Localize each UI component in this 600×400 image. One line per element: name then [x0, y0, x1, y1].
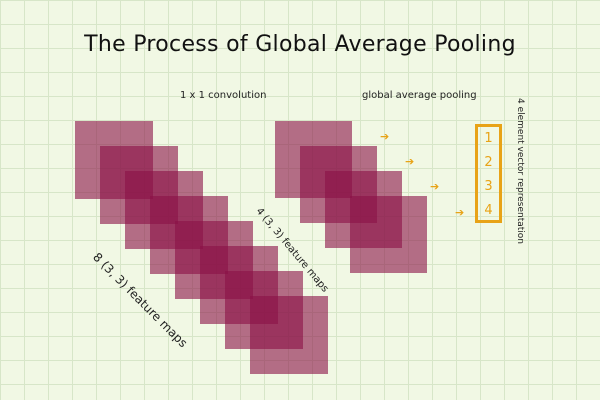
label-vector-representation: 4 element vector representation: [515, 98, 525, 244]
feature-map-8-stack-8: [250, 296, 328, 374]
vector-box: 1 2 3 4: [475, 124, 502, 223]
label-1x1-convolution: 1 x 1 convolution: [180, 90, 267, 101]
arrow-icon-3: ➔: [430, 180, 440, 193]
diagram-title: The Process of Global Average Pooling: [84, 32, 516, 57]
arrow-icon-1: ➔: [380, 130, 390, 143]
arrow-icon-2: ➔: [405, 155, 415, 168]
stack-4-feature-maps: [275, 121, 427, 273]
stack-8-feature-maps: [75, 121, 328, 374]
arrow-icon-4: ➔: [455, 206, 465, 219]
vector-item-1: 1: [484, 131, 493, 146]
label-global-average-pooling: global average pooling: [362, 90, 477, 101]
vector-item-4: 4: [484, 203, 493, 218]
feature-map-4-stack-4: [350, 196, 427, 273]
vector-item-2: 2: [484, 155, 493, 170]
vector-item-3: 3: [484, 179, 493, 194]
